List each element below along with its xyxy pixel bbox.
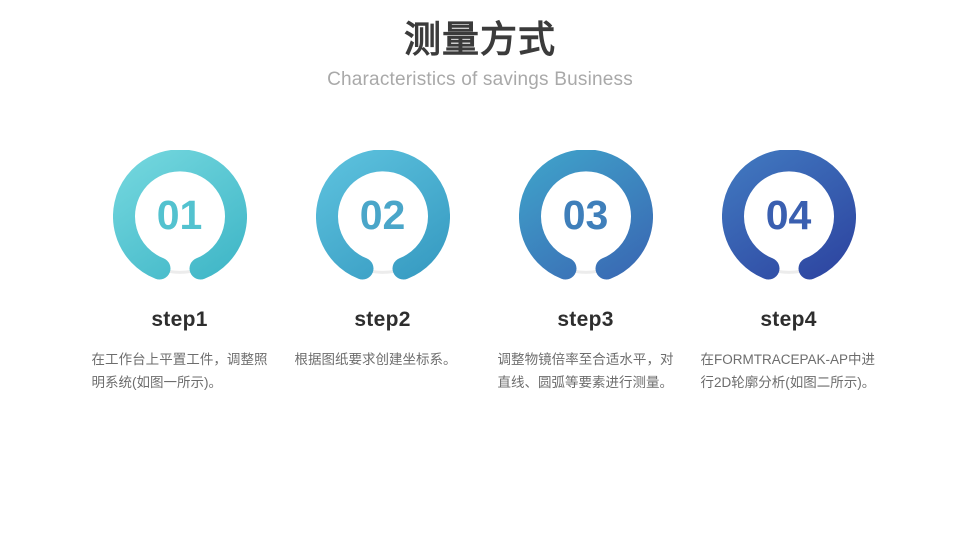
- progress-ring-1: 01: [112, 150, 247, 284]
- steps-row: 01 step1 在工作台上平置工件，调整照明系统(如图一所示)。 02 ste…: [0, 150, 960, 395]
- ring-icon: [721, 150, 856, 280]
- step-description-3: 调整物镜倍率至合适水平，对直线、圆弧等要素进行测量。: [497, 352, 674, 391]
- step-description-2: 根据图纸要求创建坐标系。: [294, 352, 457, 368]
- step-description-1: 在工作台上平置工件，调整照明系统(如图一所示)。: [91, 352, 268, 391]
- ring-icon: [315, 150, 450, 280]
- step-label-3: step3: [557, 308, 614, 331]
- ring-icon: [112, 150, 247, 280]
- progress-ring-4: 04: [721, 150, 856, 284]
- ring-number-4: 04: [765, 191, 812, 238]
- ring-number-1: 01: [156, 191, 203, 238]
- ring-number-3: 03: [562, 191, 609, 238]
- page-header: 测量方式 Characteristics of savings Business: [0, 0, 960, 91]
- step-item-2[interactable]: 02 step2 根据图纸要求创建坐标系。: [281, 150, 484, 395]
- step-label-4: step4: [760, 308, 817, 331]
- ring-number-2: 02: [359, 191, 406, 238]
- step-label-2: step2: [354, 308, 411, 331]
- step-item-1[interactable]: 01 step1 在工作台上平置工件，调整照明系统(如图一所示)。: [78, 150, 281, 395]
- step-label-1: step1: [151, 308, 208, 331]
- step-item-4[interactable]: 04 step4 在FORMTRACEPAK-AP中进行2D轮廓分析(如图二所示…: [687, 150, 890, 395]
- page-title: 测量方式: [404, 19, 556, 60]
- step-item-3[interactable]: 03 step3 调整物镜倍率至合适水平，对直线、圆弧等要素进行测量。: [484, 150, 687, 395]
- progress-ring-3: 03: [518, 150, 653, 284]
- step-description-4: 在FORMTRACEPAK-AP中进行2D轮廓分析(如图二所示)。: [700, 352, 876, 391]
- ring-icon: [518, 150, 653, 280]
- progress-ring-2: 02: [315, 150, 450, 284]
- page-subtitle: Characteristics of savings Business: [327, 68, 633, 90]
